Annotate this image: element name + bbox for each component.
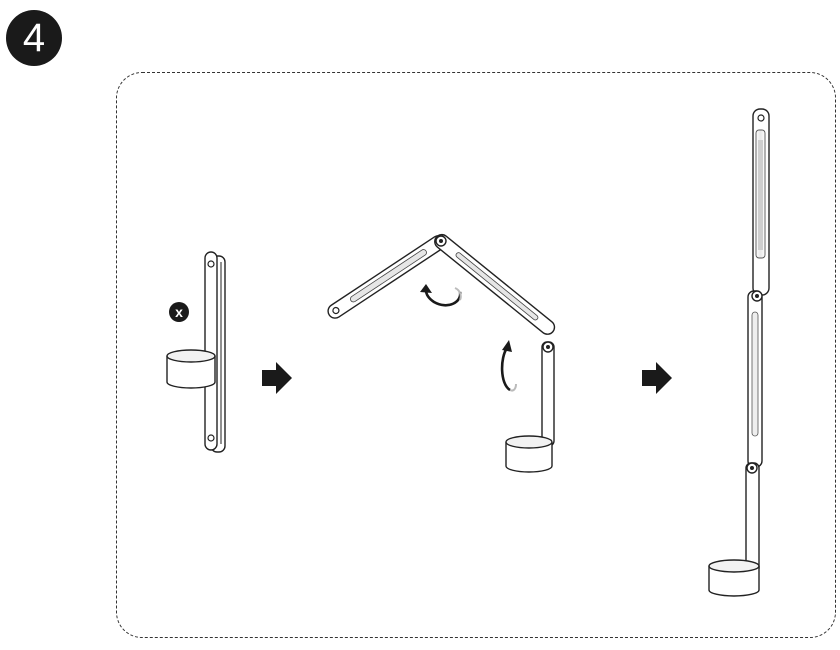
step-number-badge: 4 [6,10,62,66]
unfolding-base [505,442,553,473]
folded-base [166,356,216,389]
rotate-counterclockwise-icon [424,289,462,307]
arrow-right-icon [642,362,672,394]
rotate-up-icon [500,347,511,392]
folded-lamp [166,251,226,453]
folded-pivot-top [207,260,215,268]
instruction-panel [116,72,836,638]
unfolding-lamp [327,233,556,473]
remove-x-icon: x [169,302,189,322]
extended-base [708,566,760,597]
folded-pivot-bottom [207,434,215,442]
arrow-right-icon [262,362,292,394]
extended-lamp [708,108,770,597]
extended-lower-arm [745,462,760,574]
lower-arm [541,341,555,447]
